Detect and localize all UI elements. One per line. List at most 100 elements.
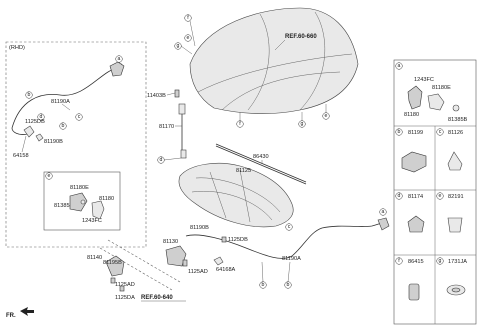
lhd-latch-label: 81130 bbox=[163, 239, 178, 245]
svg-text:c: c bbox=[288, 224, 291, 230]
svg-text:g: g bbox=[439, 258, 442, 264]
hood-callout-g2: g bbox=[298, 120, 306, 128]
rhd-bolt-label: 1125DB bbox=[25, 119, 45, 125]
lhd-cable-label: 81190A bbox=[282, 256, 301, 262]
center-callout-c: c bbox=[285, 223, 293, 231]
legend-a-part-0: 1243FC bbox=[414, 77, 434, 83]
svg-text:b: b bbox=[62, 123, 65, 129]
rhd-inset-callout-e: e bbox=[45, 172, 53, 180]
rhd-inset-part-81180: 81180 bbox=[99, 196, 114, 202]
svg-text:c: c bbox=[439, 129, 442, 135]
svg-text:d: d bbox=[398, 193, 401, 199]
center-pad-label: 81125 bbox=[236, 168, 251, 174]
hood-ref-label: REF.60-660 bbox=[285, 34, 317, 40]
hood-callout-g1: g bbox=[174, 42, 182, 50]
rhd-clip-part bbox=[23, 125, 35, 138]
rhd-callout-d: d bbox=[37, 113, 45, 121]
lhd-bolt4-label: 1125DA bbox=[115, 295, 135, 301]
svg-text:e: e bbox=[187, 35, 190, 41]
rhd-label: (RHD) bbox=[9, 45, 25, 51]
front-direction-indicator: FR. bbox=[6, 307, 34, 319]
rhd-clip-label: 64158 bbox=[13, 153, 29, 159]
legend-b-part-shape bbox=[401, 151, 427, 173]
lhd-cable-end-part bbox=[377, 217, 390, 231]
svg-text:b: b bbox=[262, 282, 265, 288]
rhd-callout-c: c bbox=[75, 113, 83, 121]
legend-cell-a: a 1243FC 81180E 81180 81385B bbox=[395, 62, 468, 123]
svg-text:b: b bbox=[287, 282, 290, 288]
lhd-end2-label: 81195B bbox=[103, 260, 122, 266]
svg-text:b: b bbox=[28, 92, 31, 98]
legend-cell-g: g 1731JA bbox=[436, 257, 467, 296]
lhd-clip-part bbox=[213, 256, 224, 266]
hood-callout-f1: f bbox=[184, 14, 192, 22]
center-rod-label: 81170 bbox=[159, 124, 174, 130]
svg-text:e: e bbox=[439, 193, 442, 199]
lhd-callout-a: a bbox=[379, 208, 387, 216]
legend-cell-b: b 81199 bbox=[395, 128, 427, 173]
front-direction-label: FR. bbox=[6, 313, 16, 319]
legend-a-latch-part bbox=[427, 93, 445, 111]
rhd-cable-end-bracket bbox=[109, 61, 125, 77]
rhd-inset-part-81385b: 81385B bbox=[54, 203, 74, 209]
svg-text:e: e bbox=[325, 113, 328, 119]
center-bolt-label: 11403B bbox=[147, 93, 166, 99]
rhd-inset-part-81180e: 81180E bbox=[70, 185, 89, 191]
legend-f-part-0: 86415 bbox=[408, 259, 424, 265]
hood-callout-e2: e bbox=[322, 112, 330, 120]
legend-e-part-shape bbox=[447, 217, 463, 233]
lhd-bolt3-label: 1125AD bbox=[115, 282, 135, 288]
legend-c-part-shape bbox=[447, 151, 463, 171]
rhd-callout-b1: b bbox=[25, 91, 33, 99]
svg-text:a: a bbox=[118, 56, 121, 62]
legend-a-part-1: 81180E bbox=[432, 85, 451, 91]
rhd-inset-part-1243fc: 1243FC bbox=[82, 218, 102, 224]
lhd-parts: a 81190B 1125DB 81130 1125AD 64168A 8119… bbox=[87, 208, 390, 302]
rhd-callout-a: a bbox=[115, 55, 123, 63]
center-seal-label: 86430 bbox=[253, 154, 269, 160]
legend-cell-d: d 81174 bbox=[395, 192, 425, 233]
legend-c-part-0: 81126 bbox=[448, 130, 463, 136]
svg-text:f: f bbox=[398, 258, 400, 264]
rhd-inset-lever bbox=[91, 200, 105, 220]
svg-text:a: a bbox=[398, 63, 401, 69]
svg-text:d: d bbox=[40, 114, 43, 120]
hood-callout-e1: e bbox=[184, 34, 192, 42]
svg-text:g: g bbox=[301, 121, 304, 127]
svg-text:e: e bbox=[48, 173, 51, 179]
svg-text:g: g bbox=[177, 43, 180, 49]
legend-f-part-shape bbox=[408, 283, 420, 301]
svg-text:a: a bbox=[382, 209, 385, 215]
center-parts: 11403B 81170 d 86430 81125 c bbox=[147, 89, 307, 231]
svg-text:f: f bbox=[187, 15, 189, 21]
legend-a-part-2: 81180 bbox=[404, 112, 419, 118]
svg-text:f: f bbox=[239, 121, 241, 127]
svg-text:d: d bbox=[160, 157, 163, 163]
legend-d-part-shape bbox=[407, 215, 425, 233]
lhd-lever-label: 81140 bbox=[87, 255, 102, 261]
rhd-end-part bbox=[35, 133, 44, 142]
legend-panel: a 1243FC 81180E 81180 81385B b 81199 c 8… bbox=[393, 59, 477, 325]
legend-cell-e: e 82191 bbox=[436, 192, 464, 233]
lhd-ref-label: REF.60-640 bbox=[141, 295, 173, 301]
hood-callout-f2: f bbox=[236, 120, 244, 128]
rhd-inset-handle bbox=[69, 192, 88, 212]
lhd-callout-b2: b bbox=[284, 281, 292, 289]
rhd-panel: (RHD) a b b d c 81190A 1125DB bbox=[5, 41, 147, 248]
lhd-bolt2-label: 1125AD bbox=[188, 269, 208, 275]
legend-g-part-0: 1731JA bbox=[448, 259, 467, 265]
rhd-callout-b2: b bbox=[59, 122, 67, 130]
legend-a-part-3: 81385B bbox=[448, 117, 468, 123]
legend-b-part-0: 81199 bbox=[408, 130, 423, 136]
legend-a-handle-part bbox=[407, 85, 423, 110]
center-callout-d: d bbox=[157, 156, 165, 164]
lhd-bolt-label: 1125DB bbox=[228, 237, 248, 243]
legend-cell-c: c 81126 bbox=[436, 128, 463, 171]
lhd-end-label: 81190B bbox=[190, 225, 209, 231]
svg-text:b: b bbox=[398, 129, 401, 135]
svg-text:c: c bbox=[78, 114, 81, 120]
legend-cell-f: f 86415 bbox=[395, 257, 424, 301]
legend-e-part-0: 82191 bbox=[448, 194, 464, 200]
hood: REF.60-660 f g e f g e bbox=[174, 7, 359, 128]
